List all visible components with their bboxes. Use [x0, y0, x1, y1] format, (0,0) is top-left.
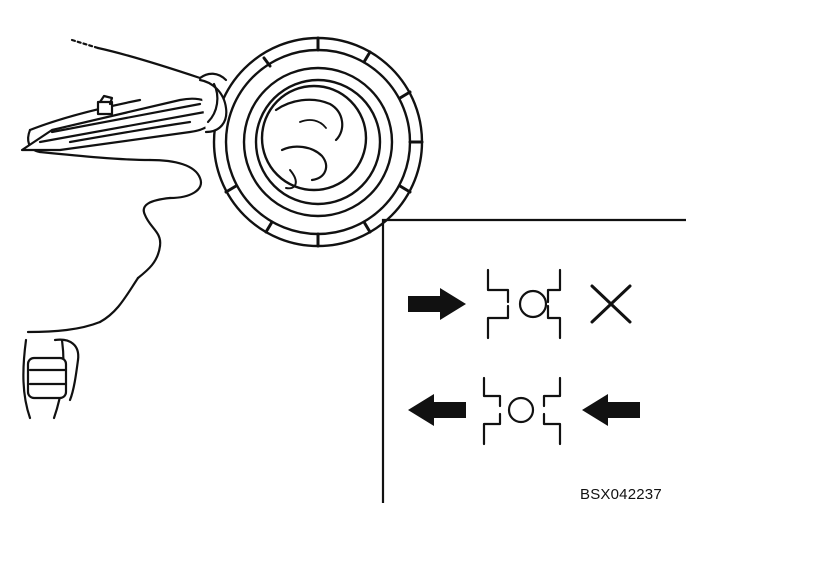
hand-outline — [26, 38, 228, 402]
air-hose-icon — [22, 338, 68, 420]
inset-panel: BSX042237 — [381, 218, 686, 503]
inset-row-locked — [408, 268, 632, 340]
arrow-left-input-icon — [582, 394, 640, 426]
x-mark-icon — [590, 284, 632, 324]
arrow-left-icon — [408, 394, 466, 426]
arrow-right-icon — [408, 288, 466, 320]
bearing-icon — [212, 36, 424, 248]
thumb-outline — [198, 78, 228, 134]
air-gun-icon — [20, 94, 218, 152]
figure-code: BSX042237 — [580, 486, 662, 503]
inset-row-free — [408, 376, 640, 446]
check-valve-open-icon — [482, 376, 562, 446]
illustration — [20, 36, 424, 420]
inset-border — [381, 218, 686, 503]
check-valve-closed-icon — [486, 268, 562, 340]
